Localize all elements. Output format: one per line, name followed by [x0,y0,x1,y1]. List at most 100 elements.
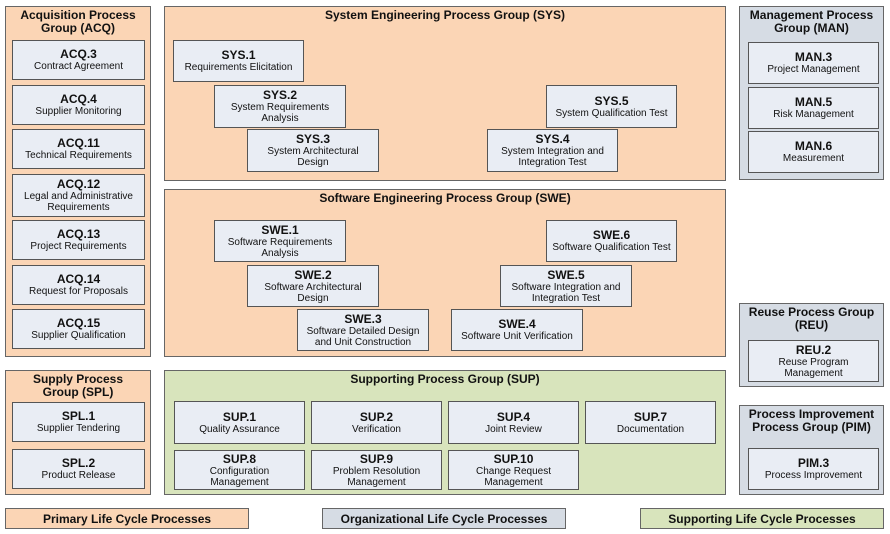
process-sys-4[interactable]: SYS.4 System Integration and Integration… [487,129,618,172]
process-name: System Architectural Design [267,146,359,168]
process-id: SWE.6 [592,228,631,242]
process-name: Project Requirements [30,241,127,252]
process-name: System Requirements Analysis [230,102,330,124]
process-sys-2[interactable]: SYS.2 System Requirements Analysis [214,85,346,128]
process-name: Software Integration and Integration Tes… [511,281,621,304]
process-name: Supplier Tendering [36,423,121,434]
process-swe-5[interactable]: SWE.5 Software Integration and Integrati… [500,265,632,307]
process-sup-1[interactable]: SUP.1 Quality Assurance [174,401,305,444]
process-spl-1[interactable]: SPL.1 Supplier Tendering [12,402,145,442]
process-acq-3[interactable]: ACQ.3 Contract Agreement [12,40,145,80]
process-id: SUP.8 [222,451,257,466]
process-id: SUP.1 [222,409,257,424]
process-name: Risk Management [773,109,854,120]
legend-supporting: Supporting Life Cycle Processes [640,508,884,529]
process-id: SYS.2 [262,88,298,102]
group-man: Management Process Group (MAN) MAN.3 Pro… [739,6,884,180]
process-id: REU.2 [795,342,832,357]
group-pim-title: Process Improvement Process Group (PIM) [748,407,875,434]
process-name: System Integration and Integration Test [501,146,604,168]
process-id: SUP.4 [496,409,531,424]
process-name: Process Improvement [764,470,863,481]
group-acq: Acquisition Process Group (ACQ) ACQ.3 Co… [5,6,151,357]
group-man-title: Management Process Group (MAN) [749,8,874,35]
group-sup: Supporting Process Group (SUP) SUP.1 Qua… [164,370,726,495]
process-acq-11[interactable]: ACQ.11 Technical Requirements [12,129,145,169]
process-name: Software Detailed Design and Unit Constr… [306,325,420,348]
process-sup-8[interactable]: SUP.8 Configuration Management [174,450,305,490]
process-swe-3[interactable]: SWE.3 Software Detailed Design and Unit … [297,309,429,351]
process-name: Supplier Monitoring [35,106,122,117]
legend-organizational: Organizational Life Cycle Processes [322,508,566,529]
process-id: SYS.3 [295,132,331,146]
process-name: Supplier Qualification [31,330,126,341]
process-name: Change Request Management [475,465,552,488]
process-name: Problem Resolution Management [332,465,421,488]
process-name: Software Architectural Design [264,281,362,304]
process-name: Quality Assurance [199,423,280,435]
process-name: Legal and Administrative Requirements [24,191,133,213]
process-swe-2[interactable]: SWE.2 Software Architectural Design [247,265,379,307]
process-name: Verification [352,423,401,435]
process-reu-2[interactable]: REU.2 Reuse Program Management [748,340,879,382]
group-acq-title: Acquisition Process Group (ACQ) [20,8,136,35]
process-name: Documentation [616,423,685,435]
process-swe-6[interactable]: SWE.6 Software Qualification Test [546,220,677,262]
group-pim: Process Improvement Process Group (PIM) … [739,405,884,495]
process-sup-2[interactable]: SUP.2 Verification [311,401,442,444]
process-id: ACQ.12 [56,177,101,191]
group-sup-title: Supporting Process Group (SUP) [350,372,540,386]
process-id: MAN.3 [794,50,833,64]
process-pim-3[interactable]: PIM.3 Process Improvement [748,448,879,490]
process-acq-15[interactable]: ACQ.15 Supplier Qualification [12,309,145,349]
process-name: Configuration Management [209,465,270,488]
process-sys-5[interactable]: SYS.5 System Qualification Test [546,85,677,128]
process-name: Technical Requirements [25,150,132,161]
process-name: Joint Review [485,423,542,435]
process-id: ACQ.11 [57,136,100,150]
group-reu-title: Reuse Process Group (REU) [748,305,875,332]
process-id: SYS.1 [221,48,256,62]
process-sys-3[interactable]: SYS.3 System Architectural Design [247,129,379,172]
group-swe-title: Software Engineering Process Group (SWE) [319,191,571,205]
process-id: SWE.3 [344,311,382,326]
process-man-6[interactable]: MAN.6 Measurement [748,131,879,173]
group-reu: Reuse Process Group (REU) REU.2 Reuse Pr… [739,303,884,387]
process-name: Request for Proposals [29,286,128,297]
process-id: MAN.6 [794,139,833,153]
process-id: SUP.2 [359,409,394,424]
process-spl-2[interactable]: SPL.2 Product Release [12,449,145,489]
process-id: ACQ.14 [56,272,101,286]
process-id: SUP.9 [359,451,394,466]
process-sup-10[interactable]: SUP.10 Change Request Management [448,450,579,490]
process-id: SYS.5 [594,93,629,108]
process-id: MAN.5 [794,95,833,109]
process-swe-1[interactable]: SWE.1 Software Requirements Analysis [214,220,346,262]
process-name: Measurement [782,153,845,164]
process-sys-1[interactable]: SYS.1 Requirements Elicitation [173,40,304,82]
process-sup-4[interactable]: SUP.4 Joint Review [448,401,579,444]
process-id: ACQ.13 [56,227,101,241]
process-swe-4[interactable]: SWE.4 Software Unit Verification [451,309,583,351]
process-acq-14[interactable]: ACQ.14 Request for Proposals [12,265,145,305]
process-acq-13[interactable]: ACQ.13 Project Requirements [12,220,145,260]
process-sup-7[interactable]: SUP.7 Documentation [585,401,716,444]
process-name: Software Requirements Analysis [227,236,333,259]
process-id: ACQ.3 [60,47,97,61]
process-name: System Qualification Test [555,107,668,119]
process-name: Software Unit Verification [461,331,573,342]
process-man-3[interactable]: MAN.3 Project Management [748,42,879,84]
process-id: SYS.4 [535,132,570,146]
process-id: SUP.7 [633,409,668,424]
group-spl: Supply Process Group (SPL) SPL.1 Supplie… [5,370,151,495]
process-id: SPL.2 [61,456,96,470]
process-sup-9[interactable]: SUP.9 Problem Resolution Management [311,450,442,490]
process-id: SWE.5 [547,267,585,282]
process-man-5[interactable]: MAN.5 Risk Management [748,87,879,129]
process-id: ACQ.15 [56,316,101,330]
process-acq-12[interactable]: ACQ.12 Legal and Administrative Requirem… [12,174,145,217]
process-id: ACQ.4 [60,92,97,106]
process-acq-4[interactable]: ACQ.4 Supplier Monitoring [12,85,145,125]
process-id: SWE.4 [498,317,536,331]
process-name: Reuse Program Management [778,356,849,379]
